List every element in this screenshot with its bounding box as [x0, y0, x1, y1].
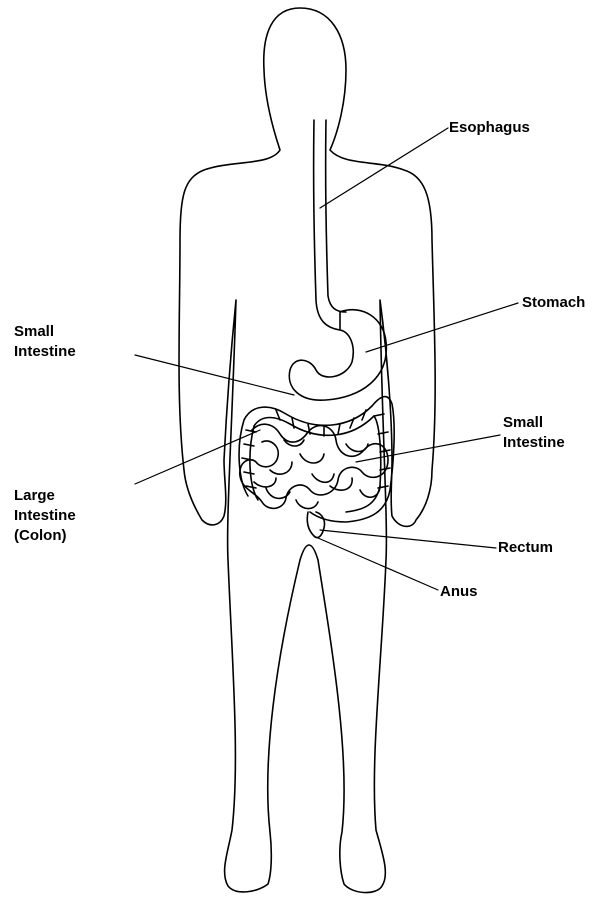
label-anus-text: Anus [440, 582, 478, 602]
label-line: Intestine [14, 342, 76, 362]
label-large-intestine: Large Intestine (Colon) [14, 486, 76, 546]
label-small-intestine-left: Small Intestine [14, 322, 76, 362]
stomach [289, 310, 386, 400]
leader-small-right [356, 435, 500, 462]
leader-esophagus [320, 128, 448, 208]
label-line: Large [14, 486, 76, 506]
label-line: Small [14, 322, 76, 342]
esophagus [314, 120, 346, 330]
label-esophagus: Esophagus [449, 118, 530, 138]
small-intestine-fold-2 [266, 440, 380, 498]
label-rectum: Rectum [498, 538, 553, 558]
label-line: Intestine [14, 506, 76, 526]
label-anus: Anus [440, 582, 478, 602]
label-stomach: Stomach [522, 293, 585, 313]
leader-anus [318, 538, 438, 590]
body-outline [179, 8, 435, 893]
label-small-intestine-right: Small Intestine [503, 413, 565, 453]
small-intestine-fold-1 [254, 444, 368, 509]
leader-stomach [366, 303, 518, 352]
leader-small-left [135, 355, 294, 395]
label-stomach-text: Stomach [522, 293, 585, 313]
label-line: Intestine [503, 433, 565, 453]
label-esophagus-text: Esophagus [449, 118, 530, 138]
leader-rectum [320, 530, 496, 548]
label-line: (Colon) [14, 526, 76, 546]
label-line: Small [503, 413, 565, 433]
label-rectum-text: Rectum [498, 538, 553, 558]
